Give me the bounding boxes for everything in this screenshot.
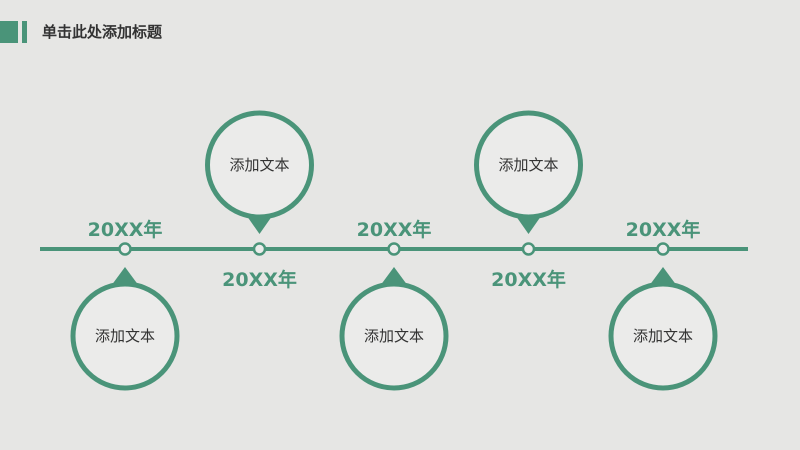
bubble-circle-3 xyxy=(339,281,449,391)
title-accent-bar xyxy=(0,21,18,43)
bubble-text-3[interactable]: 添加文本 xyxy=(363,327,424,345)
bubble-text-2[interactable]: 添加文本 xyxy=(229,156,290,174)
bubble-pointer-3 xyxy=(380,267,408,286)
bubble-circle-2 xyxy=(205,110,314,220)
timeline-node-3 xyxy=(387,242,401,256)
title-accent-bar-thin xyxy=(22,21,27,43)
bubble-pointer-5 xyxy=(649,267,677,286)
bubble-circle-1 xyxy=(70,281,180,391)
timeline-node-4 xyxy=(521,242,536,256)
year-label-4[interactable]: 20XX年 xyxy=(491,269,566,291)
year-label-2[interactable]: 20XX年 xyxy=(222,269,297,291)
bubble-pointer-1 xyxy=(111,267,139,286)
bubble-text-4[interactable]: 添加文本 xyxy=(498,156,559,174)
bubble-text-5[interactable]: 添加文本 xyxy=(632,327,693,345)
year-label-1[interactable]: 20XX年 xyxy=(87,219,163,241)
bubble-circle-5 xyxy=(608,281,718,391)
timeline-node-1 xyxy=(118,242,132,256)
year-label-5[interactable]: 20XX年 xyxy=(625,219,701,241)
bubble-text-1[interactable]: 添加文本 xyxy=(94,327,155,345)
bubble-circle-4 xyxy=(474,110,583,220)
year-label-3[interactable]: 20XX年 xyxy=(356,219,432,241)
slide-title[interactable]: 单击此处添加标题 xyxy=(42,23,163,41)
timeline-node-5 xyxy=(656,242,670,256)
timeline-node-2 xyxy=(252,242,267,256)
